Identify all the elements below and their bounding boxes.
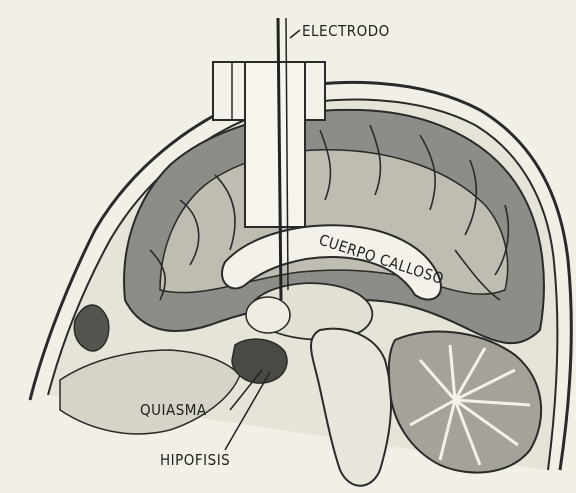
electrode-holder-shaft	[245, 62, 305, 227]
label-electrode: ELECTRODO	[302, 22, 390, 40]
label-chiasm: QUIASMA	[140, 401, 207, 419]
hypothalamus-bulb	[246, 297, 290, 333]
frontal-sinus	[74, 305, 109, 351]
sella-region	[232, 339, 287, 383]
label-pituitary: HIPOFISIS	[160, 451, 230, 469]
